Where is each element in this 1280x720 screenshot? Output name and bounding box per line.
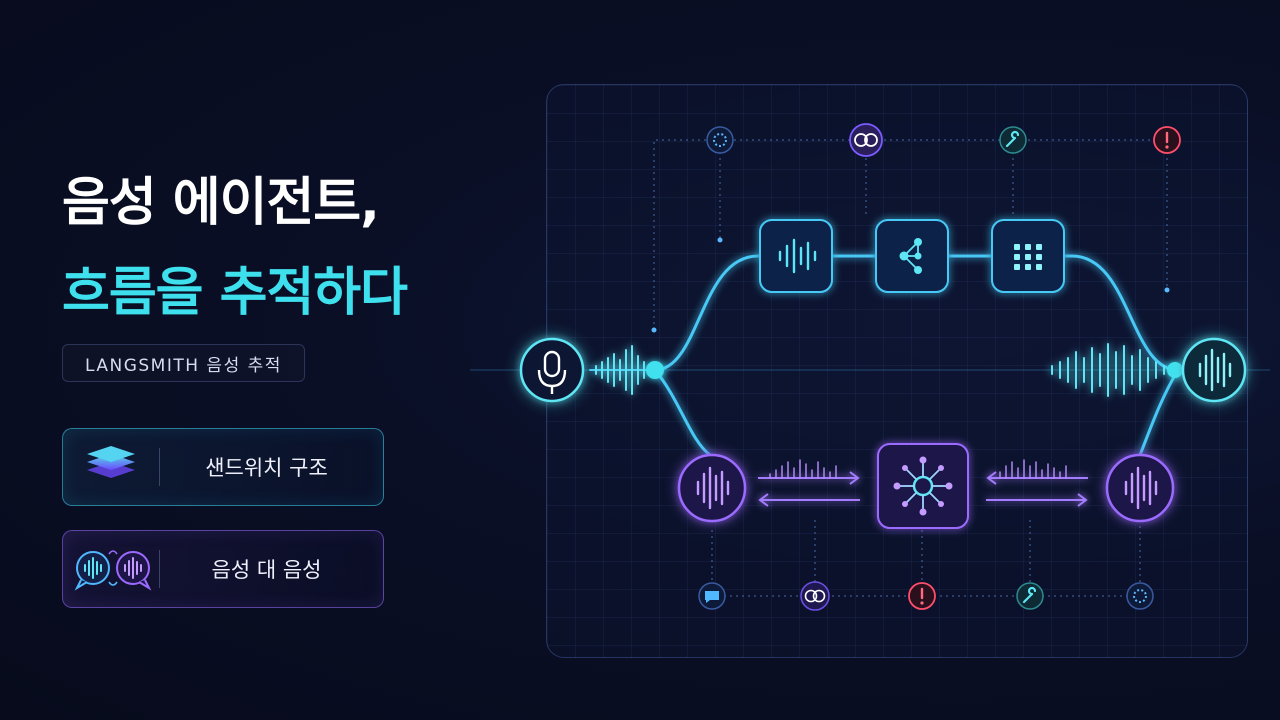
- tag-label: LANGSMITH 음성 추적: [85, 355, 282, 376]
- feature-card-sandwich: 샌드위치 구조: [62, 428, 384, 506]
- headline: 음성 에이전트, 흐름을 추적하다: [62, 158, 408, 338]
- feature-label-voice-to-voice: 음성 대 음성: [211, 558, 322, 582]
- wrench-icon: [999, 126, 1027, 154]
- monitor-endpoints: [651, 237, 1170, 333]
- hub-network-icon: [877, 443, 969, 529]
- card-divider: [159, 550, 160, 588]
- feature-label-sandwich: 샌드위치 구조: [205, 456, 328, 480]
- loading-spinner-icon: [706, 126, 734, 154]
- voice-chat-bubbles-icon: [63, 531, 159, 607]
- feature-card-voice-to-voice: 음성 대 음성: [62, 530, 384, 608]
- headline-line-2: 흐름을 추적하다: [62, 263, 408, 323]
- bottom-left-waveform-node: [664, 440, 760, 536]
- headline-line-1: 음성 에이전트,: [62, 173, 380, 233]
- layers-stack-icon: [63, 429, 159, 505]
- alert-icon: [1153, 126, 1181, 154]
- bottom-waveforms: [769, 459, 1067, 479]
- chat-bubble-icon: [698, 582, 726, 610]
- overlapping-circles-icon: [849, 123, 883, 157]
- microphone-icon: [504, 322, 600, 418]
- split-junction: [646, 361, 664, 379]
- loading-spinner-icon: [1126, 582, 1154, 610]
- langsmith-tag: LANGSMITH 음성 추적: [62, 344, 305, 382]
- overlapping-circles-icon: [800, 581, 830, 611]
- alert-icon: [908, 582, 936, 610]
- input-waveform: [595, 345, 645, 395]
- audio-waveform-icon: [759, 219, 833, 293]
- bottom-arrows: [758, 471, 1088, 507]
- grid-dots-icon: [991, 219, 1065, 293]
- diagram-panel: [546, 84, 1248, 658]
- output-waveform: [1051, 343, 1165, 397]
- card-divider: [159, 448, 160, 486]
- waveform-icon: [1166, 322, 1262, 418]
- wrench-icon: [1016, 582, 1044, 610]
- graph-network-icon: [875, 219, 949, 293]
- bottom-right-waveform-node: [1092, 440, 1188, 536]
